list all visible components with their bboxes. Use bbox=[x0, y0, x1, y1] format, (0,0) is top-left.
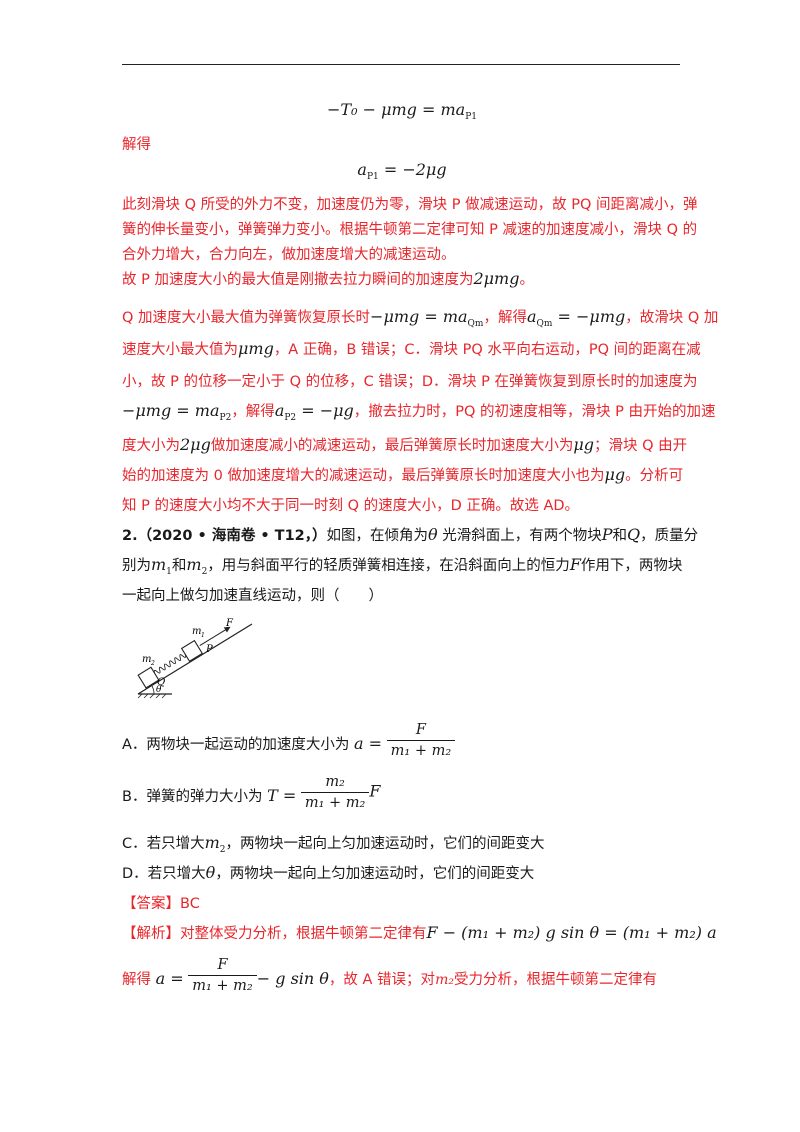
question-2-line2: 别为m1和m2，用与斜面平行的轻质弹簧相连接，在沿斜面向上的恒力F作用下，两物块 bbox=[122, 555, 683, 577]
analysis-line: 【解析】对整体受力分析，根据牛顿第二定律有F − (m₁ + m₂) g sin… bbox=[122, 923, 717, 942]
option-c[interactable]: C．若只增大m2，两物块一起向上匀加速运动时，它们的间距变大 bbox=[122, 833, 545, 855]
equation-1: −T₀ − μmg = maP1 bbox=[327, 100, 477, 122]
solution-line-8: −μmg = maP2，解得aP2 = −μg，撤去拉力时，PQ 的初速度相等，… bbox=[122, 401, 716, 423]
max-accel-line: 故 P 加速度大小的最大值是刚撤去拉力瞬间的加速度为2μmg。 bbox=[122, 269, 534, 288]
jiede-label: 解得 bbox=[122, 137, 151, 153]
answer-line: 【答案】BC bbox=[122, 896, 200, 912]
question-2-line3: 一起向上做匀加速直线运动，则（ ） bbox=[122, 588, 383, 604]
para1-line2: 簧的伸长量变小，弹簧弹力变小。根据牛顿第二定律可知 P 减速的加速度减小，滑块 … bbox=[122, 222, 698, 238]
fig-label-q: Q bbox=[157, 677, 165, 688]
fig-label-p: P bbox=[205, 644, 213, 655]
solution-line-6: 速度大小最大值为μmg，A 正确，B 错误；C．滑块 PQ 水平向右运动，PQ … bbox=[122, 339, 701, 358]
fig-label-f: F bbox=[225, 618, 234, 629]
question-2-line1: 2.（2020 • 海南卷 • T12，）如图，在倾角为θ 光滑斜面上，有两个物… bbox=[122, 525, 699, 544]
para1-line3: 合外力增大，合力向左，做加速度增大的减速运动。 bbox=[122, 247, 456, 263]
solution-line-11: 知 P 的速度大小均不大于同一时刻 Q 的速度大小，D 正确。故选 AD。 bbox=[122, 498, 580, 514]
fig-label-m1: m bbox=[192, 626, 201, 637]
equation-2: aP1 = −2μg bbox=[357, 160, 447, 182]
option-d[interactable]: D．若只增大θ，两物块一起向上匀加速运动时，它们的间距变大 bbox=[122, 863, 535, 882]
solution-line-9: 度大小为2μg做加速度减小的减速运动，最后弹簧原长时加速度大小为μg；滑块 Q … bbox=[122, 435, 688, 454]
para1-line1: 此刻滑块 Q 所受的外力不变，加速度仍为零，滑块 P 做减速运动，故 PQ 间距… bbox=[122, 197, 698, 213]
solution-line-5: Q 加速度大小最大值为弹簧恢复原长时−μmg = maQm，解得aQm = −μ… bbox=[122, 307, 719, 329]
header-rule bbox=[122, 64, 680, 65]
incline-figure: Q P m 2 m 1 F θ bbox=[137, 618, 253, 699]
fig-label-m1-sub: 1 bbox=[201, 632, 205, 639]
fig-label-m2-sub: 2 bbox=[150, 660, 155, 667]
fig-label-m2: m bbox=[142, 654, 151, 665]
solution-line-10: 始的加速度为 0 做加速度增大的减速运动，最后弹簧原长时加速度大小也为μg。分析… bbox=[122, 465, 684, 484]
solution-line-7: 小，故 P 的位移一定小于 Q 的位移，C 错误；D．滑块 P 在弹簧恢复到原长… bbox=[122, 374, 698, 390]
fig-label-theta: θ bbox=[156, 685, 162, 695]
